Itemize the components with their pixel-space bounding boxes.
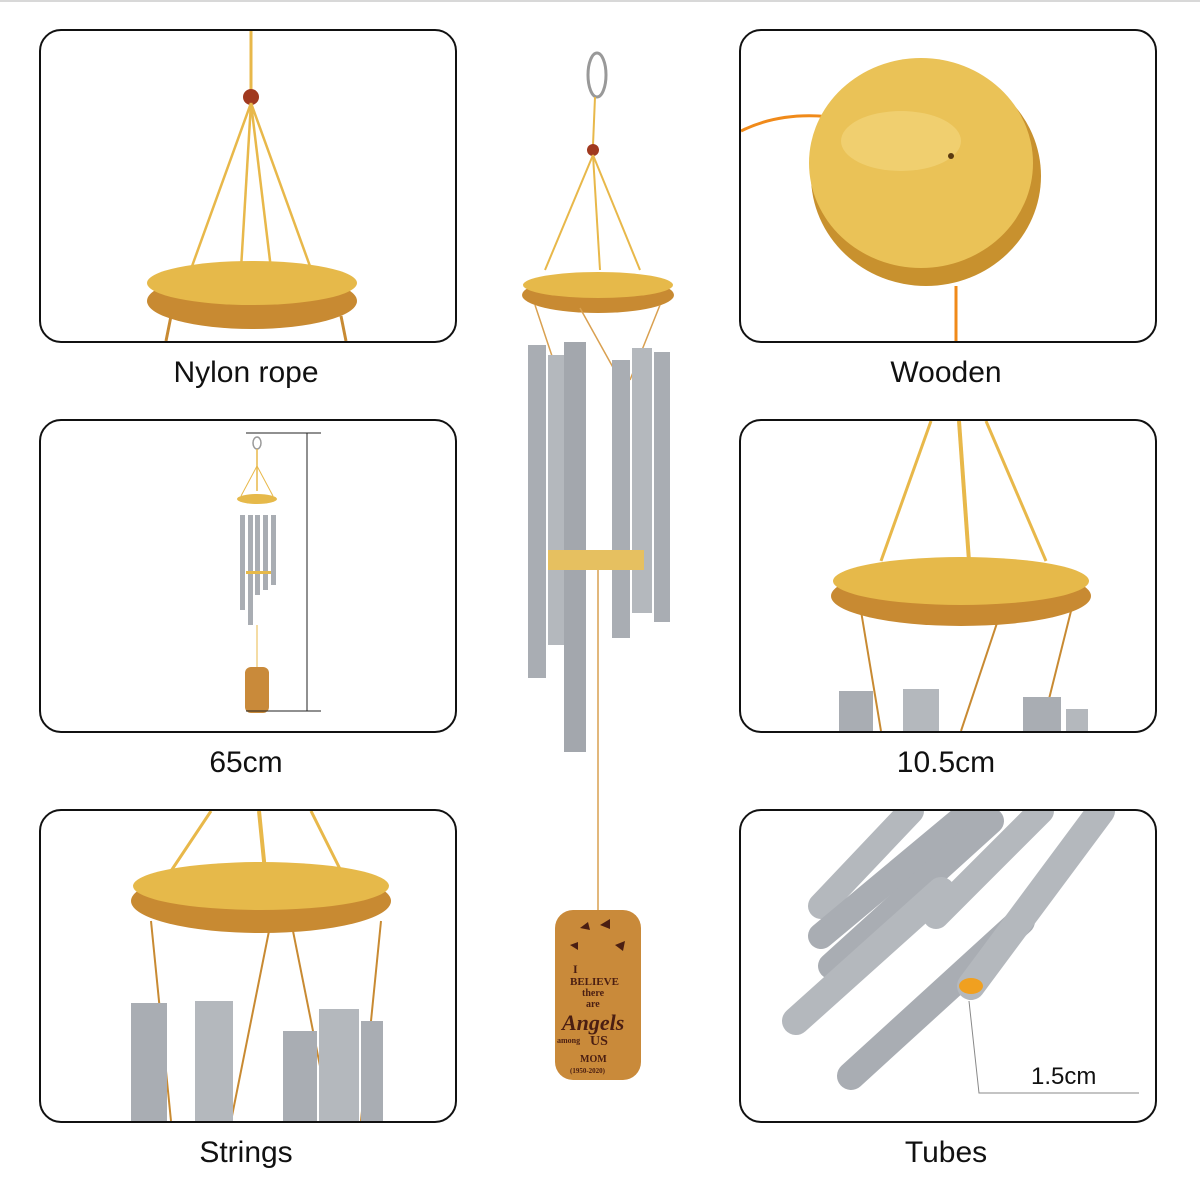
label-wooden: Wooden — [890, 356, 1002, 389]
label-length: 65cm — [209, 746, 283, 779]
panel-nylon-rope — [39, 29, 457, 343]
panel-wooden — [739, 29, 1157, 343]
tag-line: among — [557, 1036, 580, 1045]
top-divider — [0, 0, 1200, 2]
panel-diameter — [739, 419, 1157, 733]
tube-dimension-label: 1.5cm — [1031, 1063, 1096, 1090]
tag-line: are — [586, 999, 600, 1010]
wind-chime-illustration: BELIEVE there are Angels among US MOM (1… — [522, 51, 674, 1080]
label-nylon-rope: Nylon rope — [173, 356, 319, 389]
wind-chime-product: BELIEVE there are Angels among US MOM (1… — [500, 40, 700, 1100]
panel-tubes: 1.5cm — [739, 809, 1157, 1123]
panel-strings — [39, 809, 457, 1123]
tag-line: MOM — [580, 1054, 607, 1065]
tag-line: (1950-2020) — [570, 1067, 606, 1075]
tag-line: I — [573, 962, 578, 976]
label-diameter: 10.5cm — [896, 746, 996, 779]
nylon-rope-illustration — [147, 31, 357, 341]
tag-line: there — [582, 988, 605, 999]
panel-length — [39, 419, 457, 733]
tubes-illustration: 1.5cm — [782, 811, 1139, 1094]
label-tubes: Tubes — [904, 1136, 988, 1169]
tag-line: US — [590, 1034, 608, 1049]
diameter-illustration — [831, 421, 1091, 731]
memorial-tag: BELIEVE there are Angels among US MOM (1… — [555, 910, 641, 1080]
tag-line: BELIEVE — [570, 976, 619, 988]
length-illustration — [237, 432, 321, 713]
wooden-disc-illustration — [741, 58, 1041, 341]
tag-line: Angels — [560, 1010, 624, 1035]
strings-illustration — [131, 811, 391, 1121]
label-strings: Strings — [199, 1136, 293, 1169]
